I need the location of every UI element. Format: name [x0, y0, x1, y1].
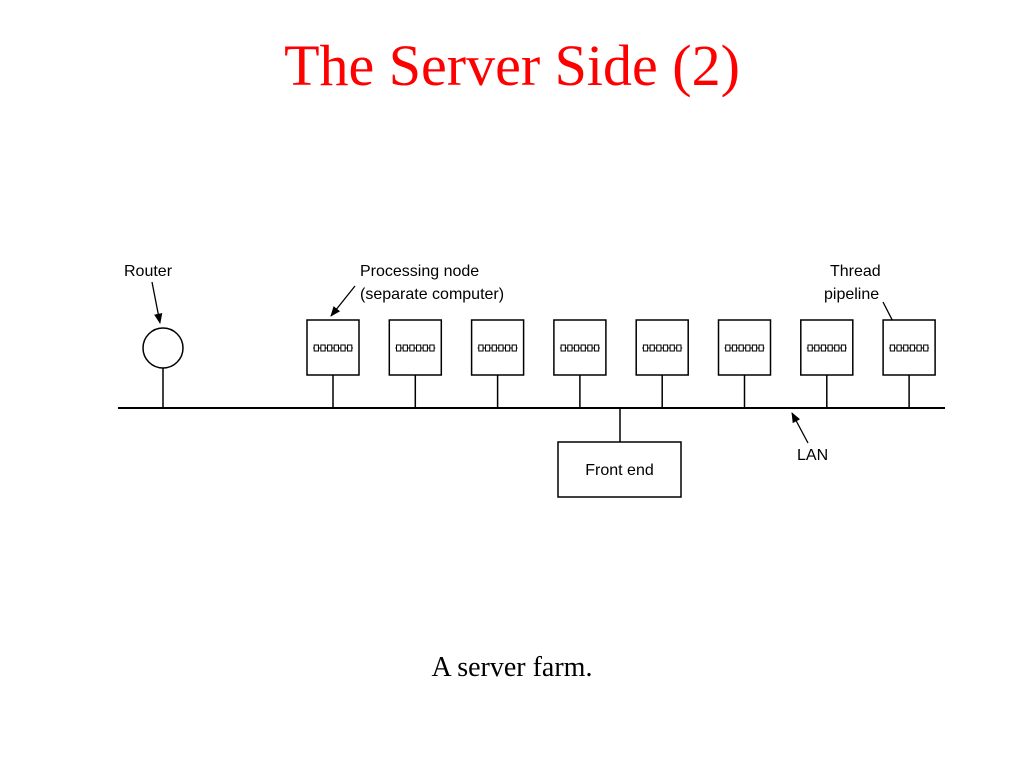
- lan-label: LAN: [797, 447, 828, 464]
- router-label: Router: [124, 263, 173, 280]
- thread-pipeline-icon: [642, 344, 683, 352]
- thread-pipeline-icon: [806, 344, 847, 352]
- slide-caption: A server farm.: [431, 652, 593, 683]
- processing-node-label-line1: Processing node: [360, 263, 479, 280]
- processing-node: [553, 319, 607, 408]
- thread-pipeline-icon: [724, 344, 765, 352]
- router-icon: [142, 327, 184, 369]
- thread-pipeline-icon: [395, 344, 436, 352]
- thread-pipeline-icon: [313, 344, 353, 352]
- lan-arrow: [791, 412, 809, 444]
- processing-nodes: [306, 319, 936, 408]
- processing-node-label-line2: (separate computer): [360, 286, 504, 303]
- processing-node: [306, 319, 360, 408]
- slide-title: The Server Side (2): [284, 33, 740, 98]
- processing-node: [882, 319, 936, 408]
- processing-node: [635, 319, 689, 408]
- front-end-label: Front end: [585, 462, 653, 479]
- thread-label-line1: Thread: [830, 263, 881, 280]
- processing-node-arrow: [330, 285, 356, 317]
- processing-node: [388, 319, 443, 408]
- processing-node: [717, 319, 772, 408]
- router-arrow: [151, 281, 163, 325]
- processing-node: [470, 319, 525, 408]
- processing-node: [800, 319, 854, 408]
- thread-pipeline-icon: [889, 344, 930, 352]
- thread-pipeline-icon: [477, 344, 518, 352]
- front-end-box: [557, 441, 682, 498]
- thread-pipeline-icon: [559, 344, 600, 352]
- thread-label-line2: pipeline: [824, 286, 879, 303]
